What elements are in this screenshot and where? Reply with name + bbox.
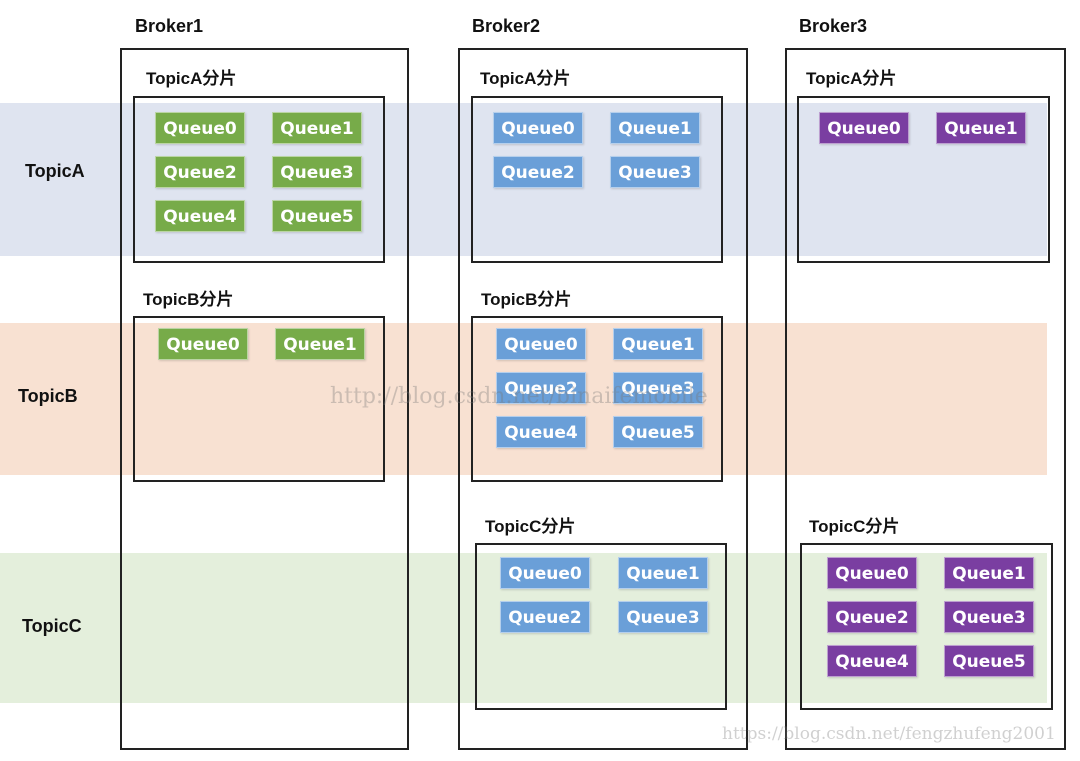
broker2-topicc-queue0: Queue0	[500, 557, 590, 589]
broker1-topicb-queue0: Queue0	[158, 328, 248, 360]
broker2-topicb-queue4: Queue4	[496, 416, 586, 448]
broker1-topica-queue4: Queue4	[155, 200, 245, 232]
broker3-title: Broker3	[799, 16, 868, 36]
broker3-topicc-queue2: Queue2	[827, 601, 917, 633]
broker2-topicb-queue0: Queue0	[496, 328, 586, 360]
broker2-topicc-queue3: Queue3	[618, 601, 708, 633]
broker2-topica-queue3: Queue3	[610, 156, 700, 188]
broker1-topicb-queue1: Queue1	[275, 328, 365, 360]
broker3-topicc-shard-title: TopicC分片	[809, 517, 900, 536]
broker3-topica-shard	[797, 96, 1050, 263]
broker1-topica-shard-title: TopicA分片	[146, 69, 237, 88]
broker2-topicb-queue2: Queue2	[496, 372, 586, 404]
broker1-topica-queue3: Queue3	[272, 156, 362, 188]
broker3-box	[785, 48, 1066, 750]
broker3-topica-queue0: Queue0	[819, 112, 909, 144]
watermark-bottom: https://blog.csdn.net/fengzhufeng2001	[722, 724, 1056, 744]
broker2-box	[458, 48, 748, 750]
broker3-topicc-queue4: Queue4	[827, 645, 917, 677]
watermark-center: http://blog.csdn.net/binaifemobile	[330, 384, 708, 409]
broker2-topica-shard	[471, 96, 723, 263]
broker3-topicc-queue0: Queue0	[827, 557, 917, 589]
broker3-topica-shard-title: TopicA分片	[806, 69, 897, 88]
row-label-topicb: TopicB	[18, 386, 78, 406]
broker2-topicb-queue5: Queue5	[613, 416, 703, 448]
broker1-topica-queue1: Queue1	[272, 112, 362, 144]
broker3-topicc-queue1: Queue1	[944, 557, 1034, 589]
broker3-topicc-shard	[800, 543, 1053, 710]
broker3-topica-queue1: Queue1	[936, 112, 1026, 144]
broker1-topicb-shard-title: TopicB分片	[143, 290, 234, 309]
broker1-topica-queue5: Queue5	[272, 200, 362, 232]
broker2-title: Broker2	[472, 16, 541, 36]
broker3-topicc-queue5: Queue5	[944, 645, 1034, 677]
broker2-topica-queue2: Queue2	[493, 156, 583, 188]
broker2-topicb-shard	[471, 316, 723, 482]
broker2-topicc-queue1: Queue1	[618, 557, 708, 589]
broker2-topicb-shard-title: TopicB分片	[481, 290, 572, 309]
row-label-topicc: TopicC	[22, 616, 82, 636]
broker1-topica-queue2: Queue2	[155, 156, 245, 188]
broker2-topicc-shard	[475, 543, 727, 710]
broker1-box	[120, 48, 409, 750]
broker2-topicc-queue2: Queue2	[500, 601, 590, 633]
broker2-topicc-shard-title: TopicC分片	[485, 517, 576, 536]
broker2-topica-queue0: Queue0	[493, 112, 583, 144]
row-label-topica: TopicA	[25, 161, 85, 181]
broker2-topicb-queue3: Queue3	[613, 372, 703, 404]
broker1-topicb-shard	[133, 316, 385, 482]
broker2-topica-queue1: Queue1	[610, 112, 700, 144]
broker2-topica-shard-title: TopicA分片	[480, 69, 571, 88]
broker1-topica-shard	[133, 96, 385, 263]
broker1-topica-queue0: Queue0	[155, 112, 245, 144]
broker1-title: Broker1	[135, 16, 204, 36]
broker3-topicc-queue3: Queue3	[944, 601, 1034, 633]
broker2-topicb-queue1: Queue1	[613, 328, 703, 360]
